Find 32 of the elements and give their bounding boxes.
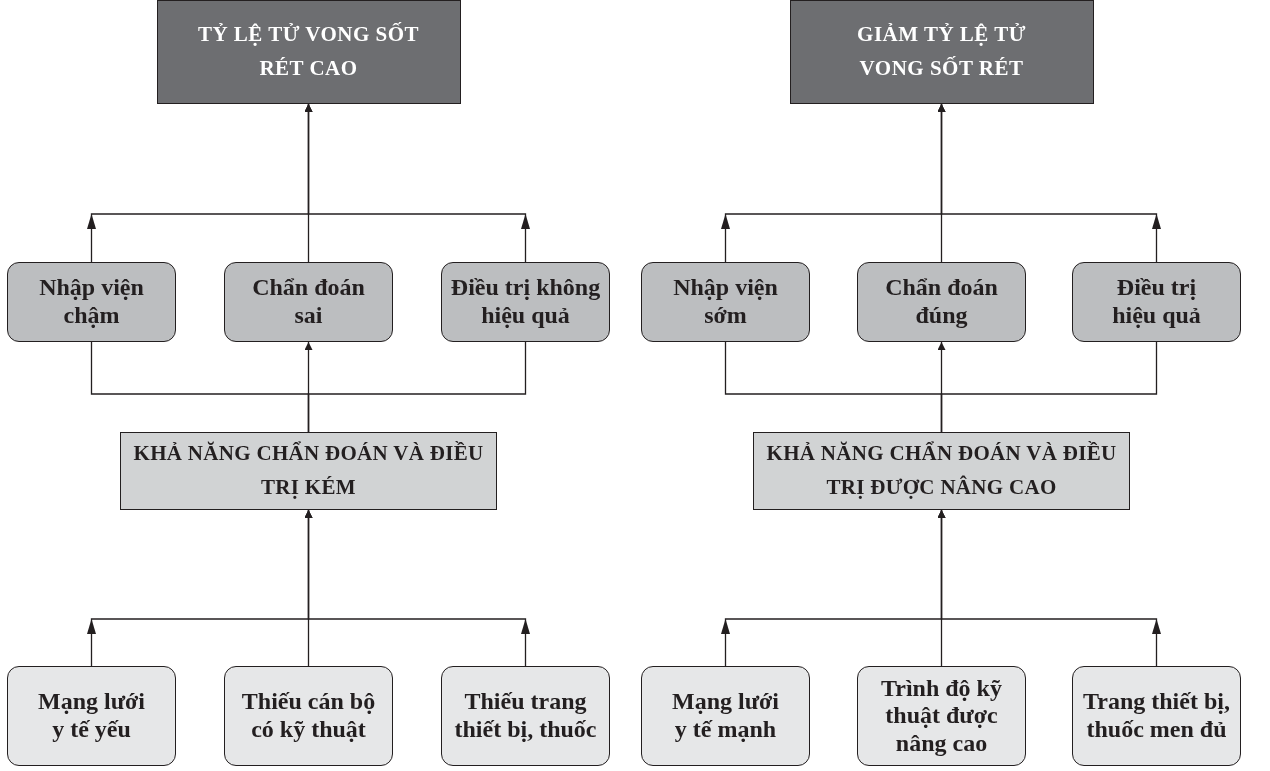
box-label: KHẢ NĂNG CHẨN ĐOÁN VÀ ĐIỀU TRỊ KÉM bbox=[132, 440, 485, 501]
box-label: Nhập viện chậm bbox=[38, 274, 145, 330]
cause-box bbox=[1072, 666, 1241, 766]
cause-box bbox=[224, 666, 393, 766]
cause-box bbox=[7, 666, 176, 766]
box-label: Trình độ kỹ thuật được nâng cao bbox=[880, 674, 1003, 758]
box-label: TỶ LỆ TỬ VONG SỐT RÉT CAO bbox=[196, 21, 421, 82]
capacity-box bbox=[753, 432, 1130, 510]
box-label: Mạng lưới y tế mạnh bbox=[671, 688, 780, 744]
capacity-box bbox=[120, 432, 497, 510]
factor-box bbox=[641, 262, 810, 342]
factor-box bbox=[857, 262, 1026, 342]
box-label: Chẩn đoán đúng bbox=[884, 274, 999, 330]
factor-box bbox=[7, 262, 176, 342]
box-label: Trang thiết bị, thuốc men đủ bbox=[1082, 688, 1231, 744]
box-label: Nhập viện sớm bbox=[672, 274, 779, 330]
cause-box bbox=[641, 666, 810, 766]
cause-box bbox=[857, 666, 1026, 766]
box-label: GIẢM TỶ LỆ TỬ VONG SỐT RÉT bbox=[856, 21, 1027, 82]
result-box bbox=[156, 0, 461, 104]
factor-box bbox=[224, 262, 393, 342]
factor-box bbox=[1072, 262, 1241, 342]
box-label: Thiếu trang thiết bị, thuốc bbox=[453, 688, 598, 744]
box-label: Chẩn đoán sai bbox=[251, 274, 366, 330]
box-label: KHẢ NĂNG CHẨN ĐOÁN VÀ ĐIỀU TRỊ ĐƯỢC NÂNG CAO bbox=[765, 440, 1118, 501]
box-label: Mạng lưới y tế yếu bbox=[37, 688, 146, 744]
result-box bbox=[789, 0, 1094, 104]
box-label: Thiếu cán bộ có kỹ thuật bbox=[240, 688, 377, 744]
factor-box bbox=[441, 262, 610, 342]
cause-box bbox=[441, 666, 610, 766]
box-label: Điều trị không hiệu quả bbox=[449, 274, 602, 330]
box-label: Điều trị hiệu quả bbox=[1111, 274, 1202, 330]
